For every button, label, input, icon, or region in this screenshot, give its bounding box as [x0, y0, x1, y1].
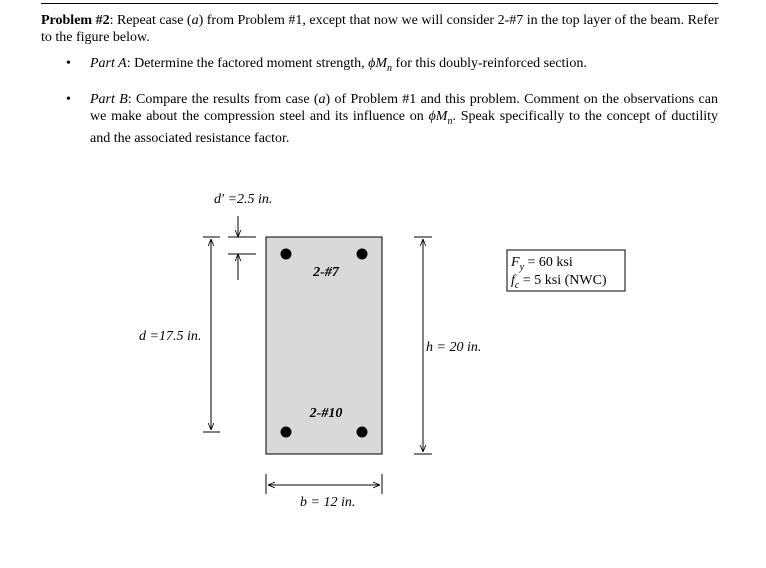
intro-case: a: [191, 13, 199, 28]
fc-line: fc = 5 ksi (NWC): [511, 273, 607, 291]
fy-line: Fy = 60 ksi: [510, 255, 573, 273]
fc-symbol: f: [511, 273, 517, 288]
part-a-item: • Part A: Determine the factored moment …: [66, 55, 720, 77]
top-bar-left: [280, 248, 292, 260]
d-prime-label: d′ =2.5 in.: [214, 192, 272, 207]
part-b-text-2: ) of Problem #1 and this problem. Commen…: [90, 92, 718, 124]
part-a-label: Part A: [90, 56, 127, 71]
top-rule: [41, 3, 718, 4]
problem-statement: Problem #2: Repeat case (a) from Problem…: [41, 12, 721, 46]
fy-value: = 60 ksi: [524, 255, 573, 270]
part-b-text-3: . Speak specifically to the concept of d…: [90, 109, 719, 146]
part-b-text-1: : Compare the results from case (: [127, 92, 319, 107]
d-label: d =17.5 in.: [139, 329, 201, 344]
top-bars-label: 2-#7: [312, 265, 340, 280]
fy-symbol: F: [510, 255, 520, 270]
intro-text-1: : Repeat case (: [109, 13, 192, 28]
b-label: b = 12 in.: [300, 495, 355, 510]
problem-heading: Problem #2: [41, 13, 110, 28]
part-a-symbol-sub: n: [387, 62, 393, 74]
fc-sub: c: [515, 280, 520, 291]
intro-text-2: ) from Problem #1, except that now we wi…: [41, 13, 719, 45]
bullet-icon: •: [66, 56, 71, 71]
part-a-text-1: : Determine the factored moment strength…: [126, 56, 369, 71]
part-b-label: Part B: [90, 92, 128, 107]
fy-sub: y: [519, 262, 525, 273]
top-bar-right: [356, 248, 368, 260]
part-b-symbol-sub: n: [447, 115, 453, 127]
part-b-case: a: [318, 92, 326, 107]
bullet-icon: •: [66, 92, 71, 107]
bottom-bar-left: [280, 426, 292, 438]
part-b-item: • Part B: Compare the results from case …: [66, 91, 719, 147]
beam-section-rect: [265, 236, 383, 455]
part-b-symbol: ϕM: [428, 109, 448, 124]
bottom-bar-right: [356, 426, 368, 438]
part-a-symbol: ϕM: [368, 56, 388, 71]
fc-value: = 5 ksi (NWC): [519, 273, 607, 288]
h-label: h = 20 in.: [426, 340, 481, 355]
part-a-text-2: for this doubly-reinforced section.: [392, 56, 587, 71]
material-props-box: [506, 249, 626, 292]
bottom-bars-label: 2-#10: [309, 406, 343, 421]
